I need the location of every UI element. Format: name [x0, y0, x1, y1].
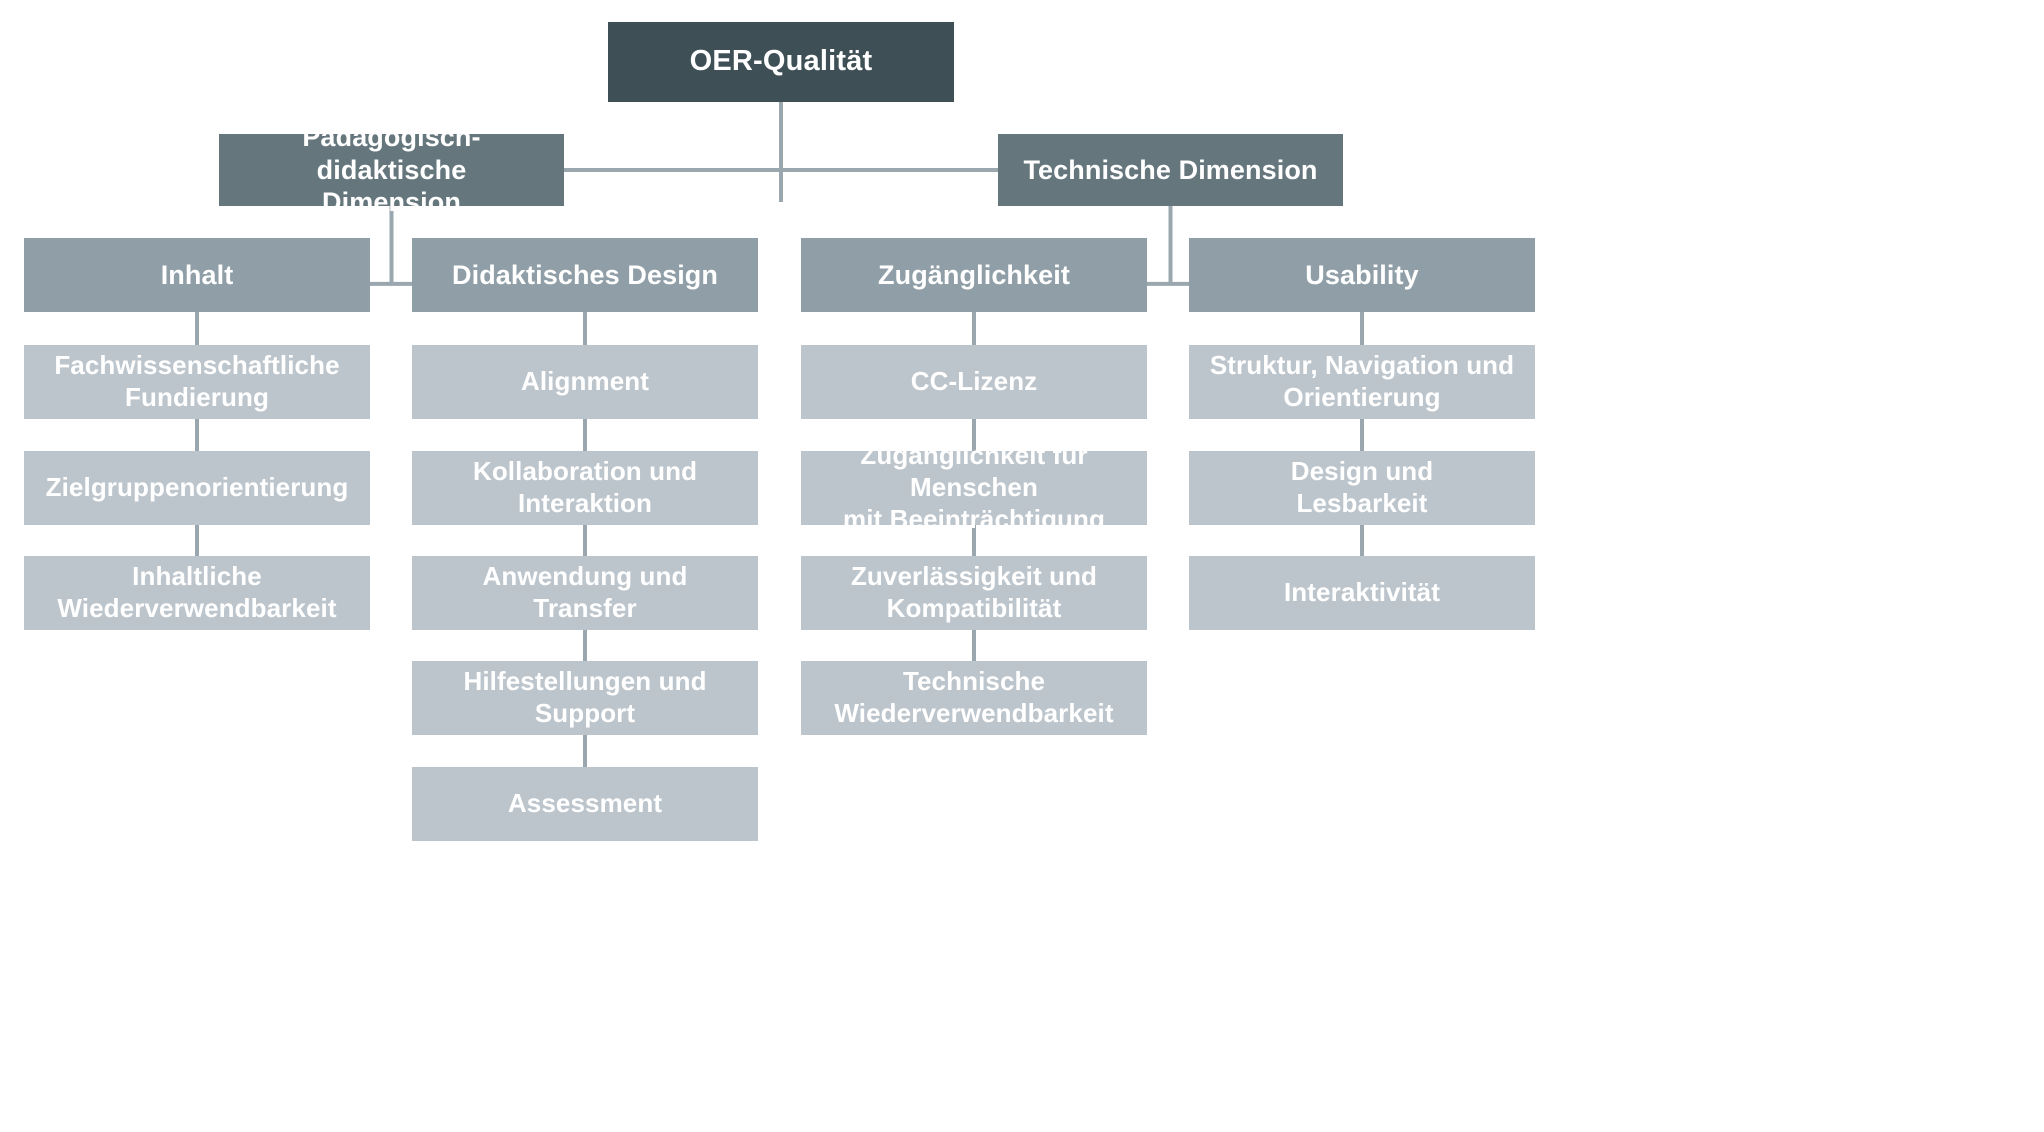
node-label: CC-Lizenz — [910, 366, 1038, 397]
node-leaf-zuganglichkeit-fur-menschen-mit-beeintrachtigu: Zugänglichkeit für Menschen mit Beeinträ… — [801, 440, 1147, 534]
node-label: Pädagogisch-didaktische Dimension — [302, 121, 481, 218]
node-leaf-alignment: Alignment — [412, 345, 758, 419]
node-label: Zielgruppenorientierung — [45, 472, 349, 503]
node-label: Usability — [1305, 259, 1419, 290]
node-label: Alignment — [520, 366, 649, 397]
node-leaf-anwendung-und-transfer: Anwendung und Transfer — [412, 556, 758, 630]
node-label: Assessment — [507, 788, 663, 819]
node-leaf-kollaboration-und-interaktion: Kollaboration und Interaktion — [412, 451, 758, 525]
node-label: Didaktisches Design — [452, 259, 718, 290]
node-label: Technische Dimension — [1023, 154, 1318, 185]
node-category-inhalt: Inhalt — [24, 238, 370, 312]
node-label: Hilfestellungen und Support — [463, 666, 707, 728]
node-label: Anwendung und Transfer — [482, 561, 688, 623]
node-leaf-struktur-navigation-und-orientierung: Struktur, Navigation und Orientierung — [1189, 345, 1535, 419]
node-label: Design und Lesbarkeit — [1290, 456, 1434, 518]
node-leaf-interaktivitat: Interaktivität — [1189, 556, 1535, 630]
node-label: Zugänglichkeit — [878, 259, 1070, 290]
node-label: Interaktivität — [1283, 577, 1440, 608]
node-leaf-zielgruppenorientierung: Zielgruppenorientierung — [24, 451, 370, 525]
node-leaf-zuverlassigkeit-und-kompatibilitat: Zuverlässigkeit und Kompatibilität — [801, 556, 1147, 630]
node-label: OER-Qualität — [689, 45, 873, 78]
node-label: Zuverlässigkeit und Kompatibilität — [850, 561, 1098, 623]
node-leaf-inhaltliche-wiederverwendbarkeit: Inhaltliche Wiederverwendbarkeit — [24, 556, 370, 630]
node-leaf-assessment: Assessment — [412, 767, 758, 841]
node-category-usability: Usability — [1189, 238, 1535, 312]
node-leaf-technische-wiederverwendbarkeit: Technische Wiederverwendbarkeit — [801, 661, 1147, 735]
node-leaf-hilfestellungen-und-support: Hilfestellungen und Support — [412, 661, 758, 735]
node-leaf-design-und-lesbarkeit: Design und Lesbarkeit — [1189, 451, 1535, 525]
node-root-oer-qualitat: OER-Qualität — [608, 22, 954, 102]
node-category-didaktisches-design: Didaktisches Design — [412, 238, 758, 312]
node-category-zuganglichkeit: Zugänglichkeit — [801, 238, 1147, 312]
node-dimension-technische-dimension: Technische Dimension — [998, 134, 1343, 206]
node-leaf-cc-lizenz: CC-Lizenz — [801, 345, 1147, 419]
node-label: Technische Wiederverwendbarkeit — [834, 666, 1114, 728]
node-label: Fachwissenschaftliche Fundierung — [54, 350, 340, 412]
node-leaf-fachwissenschaftliche-fundierung: Fachwissenschaftliche Fundierung — [24, 345, 370, 419]
node-dimension-padagogisch-didaktische-dimension: Pädagogisch-didaktische Dimension — [219, 122, 564, 217]
node-label: Struktur, Navigation und Orientierung — [1209, 350, 1515, 412]
node-label: Kollaboration und Interaktion — [472, 456, 698, 518]
node-label: Zugänglichkeit für Menschen mit Beeinträ… — [842, 440, 1105, 534]
node-label: Inhalt — [160, 259, 234, 290]
node-label: Inhaltliche Wiederverwendbarkeit — [57, 561, 337, 623]
